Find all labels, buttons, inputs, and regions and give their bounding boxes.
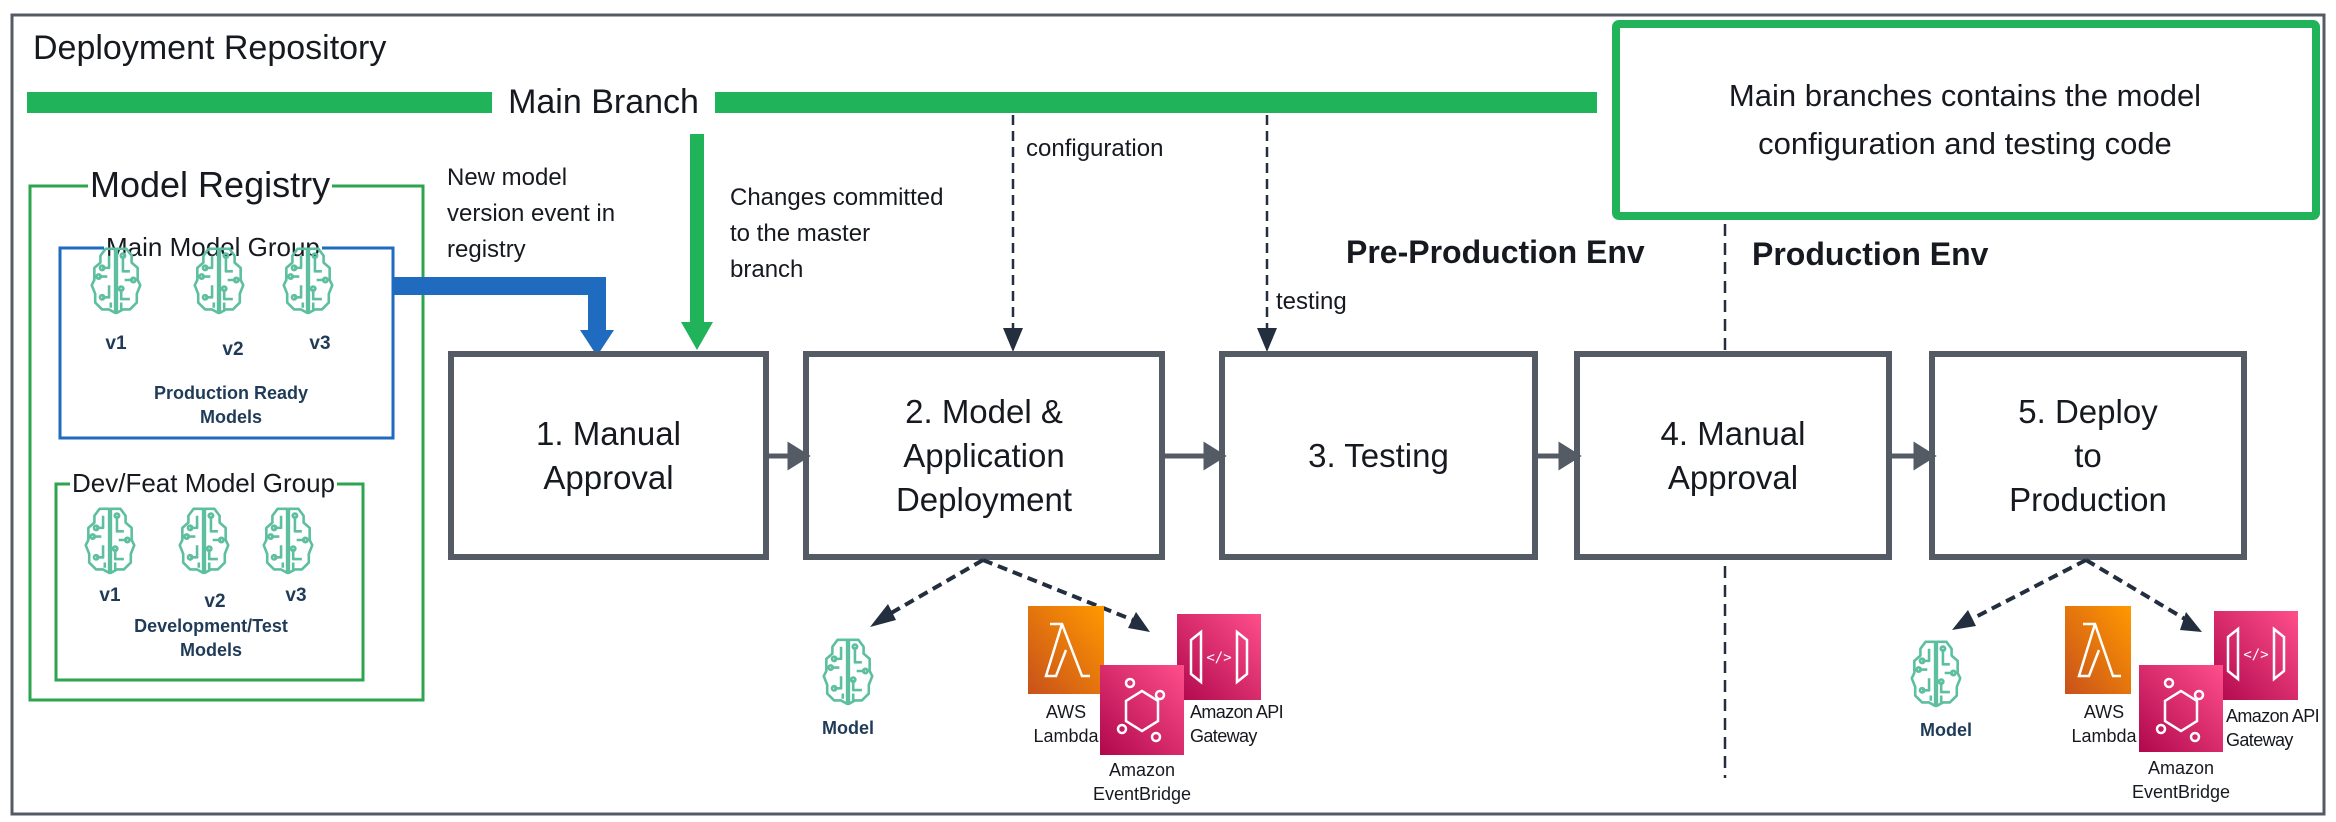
svg-text:</>: </>	[2243, 647, 2268, 663]
deploy-services-arrowhead	[1128, 612, 1150, 632]
brain-circuit-icon[interactable]	[822, 634, 874, 708]
repository-title: Deployment Repository	[33, 29, 387, 67]
model-label: Model	[1920, 720, 1972, 740]
version-label: v3	[285, 585, 307, 606]
version-label: v3	[309, 333, 331, 354]
flow-arrowhead-2-3	[1203, 441, 1227, 471]
version-label: v2	[204, 591, 226, 612]
step-manual-approval-1[interactable]: 1. Manual Approval	[536, 414, 681, 496]
deploy-model-arrowhead	[870, 604, 896, 627]
main-branch-bar-right	[715, 92, 1597, 113]
api-gateway-label: Amazon API Gateway	[1190, 702, 1284, 746]
step-box-4	[1574, 351, 1892, 560]
prod-model-arrowhead	[1952, 610, 1976, 630]
configuration-arrowhead	[1003, 328, 1023, 352]
eventbridge-label: Amazon EventBridge	[1092, 760, 1192, 804]
main-group-caption: Production Ready Models	[153, 383, 309, 427]
brain-circuit-icon[interactable]	[282, 244, 334, 316]
flow-arrowhead-4-5	[1913, 441, 1937, 471]
note-box	[1612, 20, 2320, 220]
version-label: v1	[99, 585, 121, 606]
model-label: Model	[822, 718, 874, 738]
flow-arrowhead-3-4	[1558, 441, 1582, 471]
note-text: Main branches contains the model configu…	[1728, 78, 2202, 161]
testing-label: testing	[1276, 288, 1347, 315]
aws-lambda-icon[interactable]	[2065, 606, 2131, 694]
prod-services-arrowhead	[2180, 612, 2202, 632]
step-box-3	[1219, 351, 1538, 560]
configuration-label: configuration	[1026, 135, 1164, 162]
svg-text:</>: </>	[1206, 650, 1231, 666]
deploy-model-dashed-arrow	[885, 558, 984, 618]
new-model-event-arrowhead	[580, 330, 614, 356]
brain-circuit-icon[interactable]	[178, 504, 230, 576]
step-deploy-production[interactable]: 5. Deploy to Production	[2009, 392, 2167, 518]
new-model-event-arrow	[393, 277, 606, 332]
api-gateway-label: Amazon API Gateway	[2226, 706, 2320, 750]
model-registry-title: Model Registry	[88, 163, 333, 207]
step-box-1	[448, 351, 769, 560]
aws-lambda-icon[interactable]	[1028, 606, 1104, 694]
eventbridge-icon[interactable]	[1100, 665, 1184, 755]
production-env-label: Production Env	[1752, 236, 1989, 272]
eventbridge-label: Amazon EventBridge	[2131, 758, 2231, 802]
pre-production-env-label: Pre-Production Env	[1346, 234, 1645, 270]
brain-circuit-icon[interactable]	[90, 244, 142, 316]
version-label: v2	[222, 339, 244, 360]
main-branch-bar-left	[27, 92, 492, 113]
version-label: v1	[105, 333, 127, 354]
brain-circuit-icon[interactable]	[193, 244, 245, 316]
step-box-5	[1929, 351, 2247, 560]
step-testing[interactable]: 3. Testing	[1308, 436, 1449, 474]
repository-border	[10, 13, 2326, 816]
changes-committed-label: Changes committed to the master branch	[730, 184, 944, 283]
flow-arrowhead-1-2	[787, 441, 811, 471]
step-box-2	[803, 351, 1165, 560]
dev-model-group-title: Dev/Feat Model Group	[70, 466, 338, 500]
dev-group-caption: Development/Test Models	[134, 616, 288, 660]
prod-model-dashed-arrow	[1965, 558, 2087, 624]
brain-circuit-icon[interactable]	[1910, 636, 1962, 710]
testing-arrowhead	[1257, 328, 1277, 352]
prod-services-dashed-arrow	[2084, 558, 2192, 624]
eventbridge-icon[interactable]	[2139, 665, 2223, 752]
lambda-label: AWS Lambda	[1033, 702, 1099, 746]
commit-arrowhead	[681, 322, 713, 350]
new-model-event-label: New model version event in registry	[447, 164, 616, 263]
api-gateway-icon[interactable]: </>	[1177, 614, 1261, 700]
step-model-app-deployment[interactable]: 2. Model & Application Deployment	[895, 392, 1073, 518]
api-gateway-icon[interactable]: </>	[2214, 611, 2298, 700]
brain-circuit-icon[interactable]	[84, 504, 136, 576]
deploy-services-dashed-arrow	[982, 558, 1139, 624]
step-manual-approval-2[interactable]: 4. Manual Approval	[1660, 414, 1806, 496]
main-branch-label: Main Branch	[492, 80, 715, 124]
lambda-label: AWS Lambda	[2071, 702, 2137, 746]
brain-circuit-icon[interactable]	[262, 504, 314, 576]
